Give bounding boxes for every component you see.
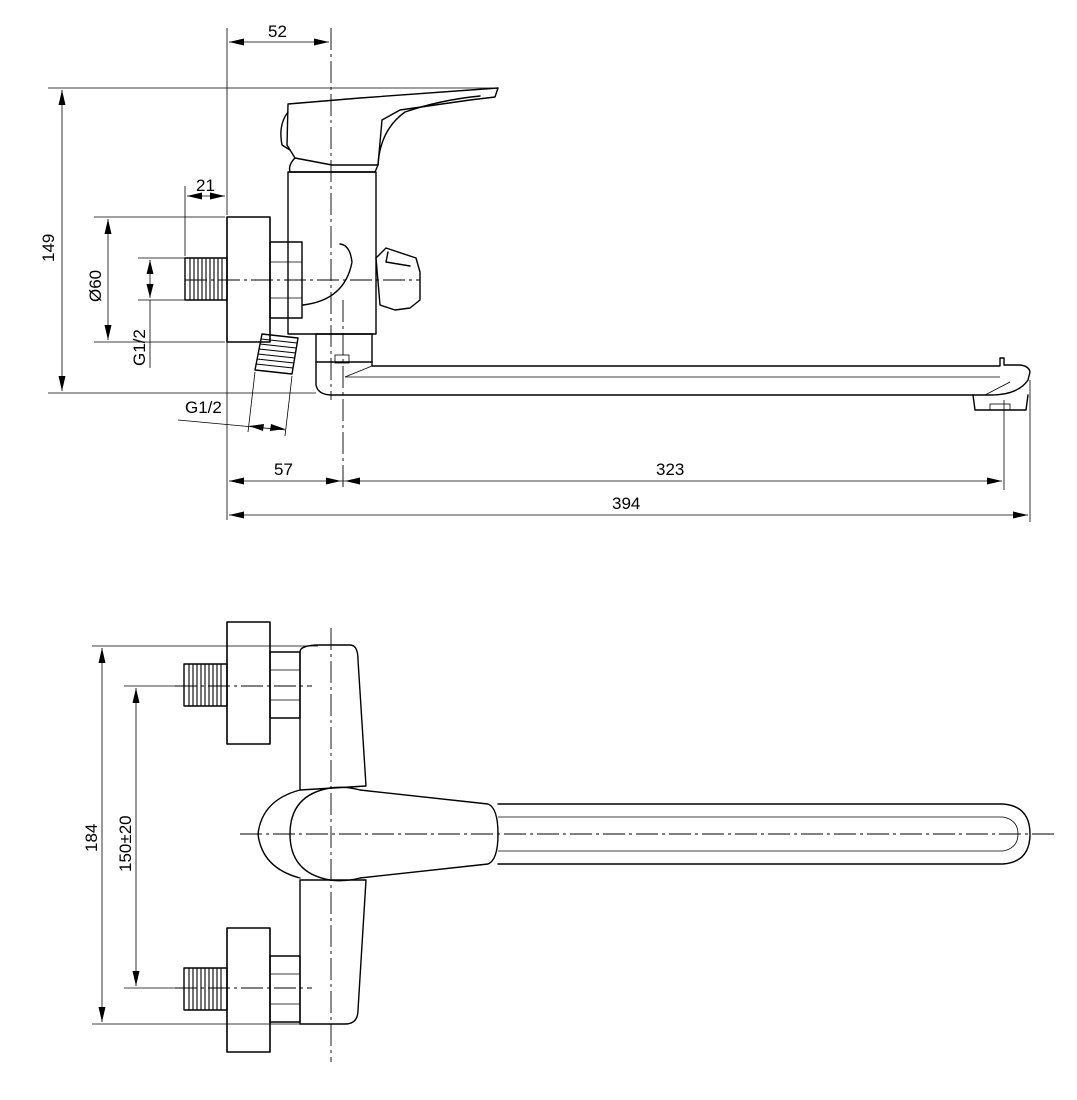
side-angled-thread [254, 333, 299, 375]
top-lower-flange [226, 927, 271, 1053]
side-lever-handle [286, 87, 499, 166]
side-diverter-detail [385, 251, 411, 267]
side-diverter-knob [375, 247, 421, 311]
dim-wall-to-spout: 57 [274, 460, 293, 479]
top-upper-thread [183, 663, 228, 707]
dim-flange-diameter: Ø60 [86, 270, 105, 302]
top-spout [497, 803, 1031, 865]
side-aerator [972, 394, 1029, 411]
top-valve-body [299, 644, 367, 791]
top-upper-flange [226, 621, 271, 745]
side-wall-flange [226, 216, 271, 343]
top-body-rounded-end [257, 789, 301, 879]
dim-thread-rear: G1/2 [130, 329, 149, 366]
side-body-curve [302, 243, 353, 306]
dim-height-total: 149 [39, 234, 58, 262]
side-spout-taper-line [344, 365, 373, 378]
top-spout-inner [498, 816, 1019, 852]
side-spout [315, 357, 1031, 396]
side-aerator-insert [989, 403, 1011, 411]
dim-flange-depth: 21 [196, 176, 215, 195]
dim-spout-reach: 323 [656, 460, 684, 479]
dim-overall-length: 394 [612, 494, 640, 513]
top-lever-handle [289, 786, 499, 882]
top-lower-thread [183, 967, 228, 1011]
side-lever-back-knob [280, 111, 291, 151]
side-lever-inner-line [377, 95, 481, 166]
side-horizontal-thread [184, 257, 228, 301]
side-spout-tip-curve [984, 381, 1011, 396]
dim-overall-width: 184 [82, 824, 101, 852]
top-upper-hex-nut [269, 651, 301, 719]
top-valve-body-lower [299, 879, 367, 1025]
dim-inlet-spacing: 150±20 [116, 815, 135, 872]
top-lower-hex-nut [269, 955, 301, 1023]
top-view: 184 150±20 [82, 621, 1055, 1062]
side-valve-body [287, 171, 377, 335]
side-coupling-screw [334, 354, 350, 364]
side-view: 52 149 21 Ø60 G1/2 G1/2 [39, 22, 1031, 522]
dim-top-offset: 52 [268, 22, 287, 41]
side-spout-coupling [315, 333, 373, 363]
dim-thread-side: G1/2 [185, 398, 222, 417]
